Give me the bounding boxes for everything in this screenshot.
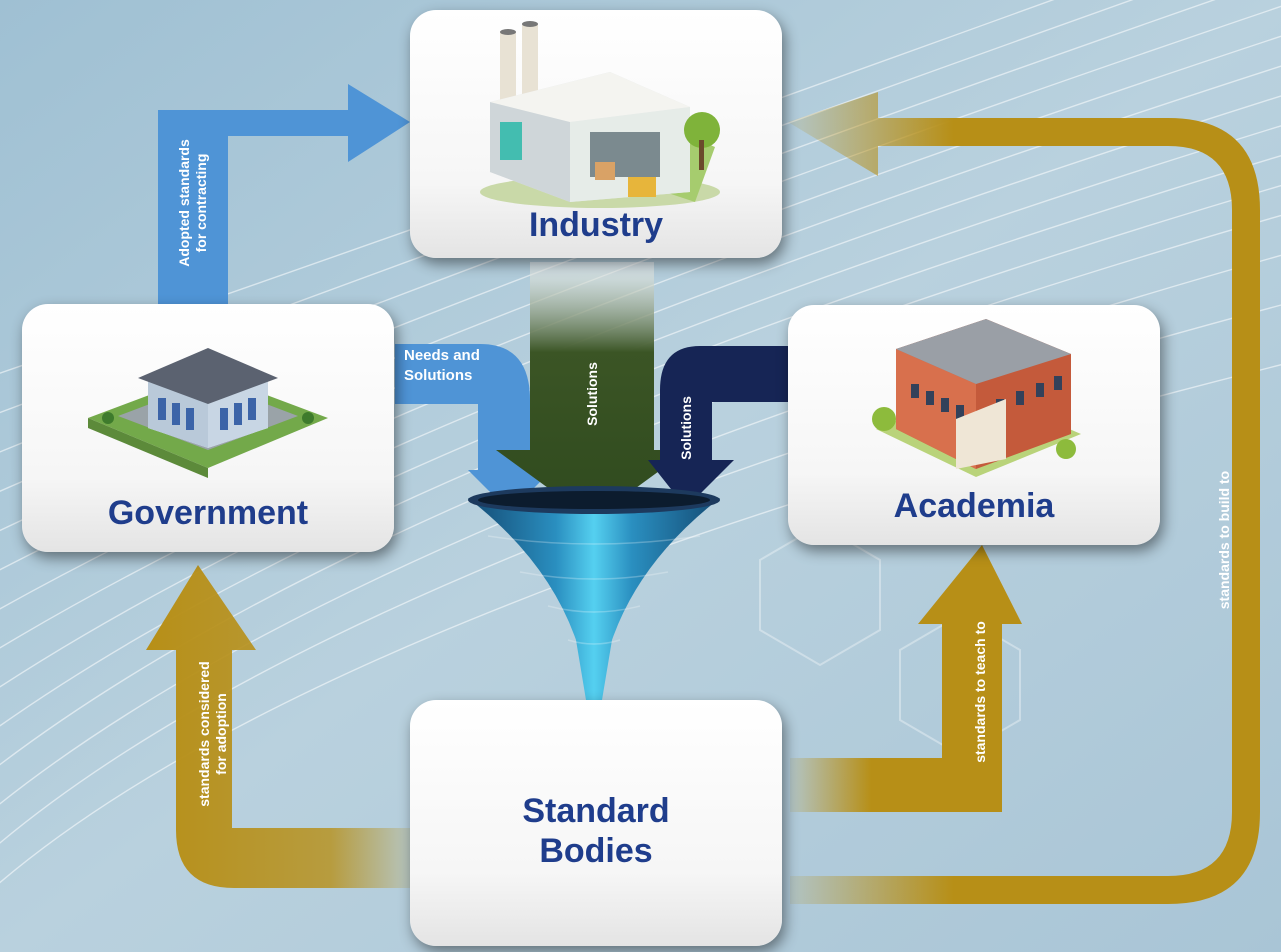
academia-title: Academia <box>893 487 1055 525</box>
standard-bodies-title-line1: Standard <box>522 792 670 830</box>
government-building-icon <box>88 348 328 478</box>
label-gov-to-industry: Adopted standards for contracting <box>176 123 212 283</box>
gov-to-industry-arrow <box>158 84 410 305</box>
industry-to-funnel-arrow <box>496 262 688 520</box>
label-gov-to-industry-line2: for contracting <box>193 153 209 253</box>
industry-box: Industry <box>410 10 782 258</box>
label-sb-to-academia: standards to teach to <box>972 621 988 763</box>
funnel-icon <box>468 486 720 770</box>
standard-bodies-title-line2: Bodies <box>539 832 653 870</box>
government-title: Government <box>107 494 309 532</box>
academia-to-funnel-arrow <box>648 346 790 508</box>
government-box: Government <box>22 304 394 552</box>
label-gov-to-funnel-line1: Needs and <box>404 347 480 364</box>
label-sb-to-gov-line2: for adoption <box>213 693 229 775</box>
sb-to-academia-arrow <box>790 545 1022 812</box>
sb-to-gov-arrow <box>146 565 410 888</box>
label-gov-to-industry-line1: Adopted standards <box>176 139 192 267</box>
label-sb-to-gov: standards considered for adoption <box>196 634 232 834</box>
academia-box: Academia <box>788 305 1160 545</box>
label-gov-to-funnel-line2: Solutions <box>404 367 473 384</box>
gov-to-funnel-arrow <box>395 344 552 512</box>
standard-bodies-box: Standard Bodies <box>410 700 782 946</box>
university-building-icon <box>872 319 1081 477</box>
label-sb-to-industry: standards to build to <box>1216 470 1232 610</box>
factory-icon <box>480 21 720 208</box>
industry-title: Industry <box>528 206 664 244</box>
label-gov-to-funnel: Needs and Solutions <box>404 346 480 386</box>
label-sb-to-gov-line1: standards considered <box>196 661 212 807</box>
label-industry-to-funnel: Solutions <box>584 362 600 426</box>
label-academia-to-funnel: Solutions <box>678 396 694 460</box>
